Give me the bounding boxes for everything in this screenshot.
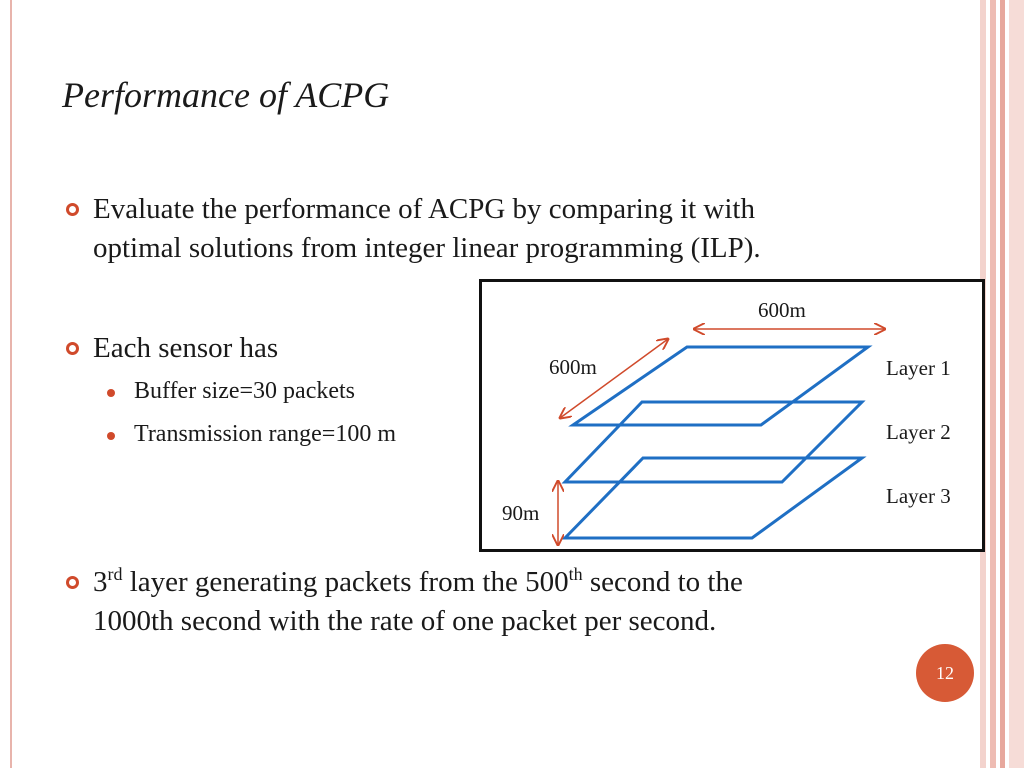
depth-label: 600m xyxy=(549,355,597,379)
depth-arrow xyxy=(560,339,668,418)
bullet-line: optimal solutions from integer linear pr… xyxy=(93,232,761,264)
page-number-badge: 12 xyxy=(916,644,974,702)
bullet-line: Each sensor has xyxy=(93,332,279,364)
layer-2-plane xyxy=(561,400,866,484)
ring-bullet-icon xyxy=(66,576,79,589)
left-border-line xyxy=(10,0,12,768)
width-label: 600m xyxy=(758,298,806,322)
layer-3-plane xyxy=(561,456,867,540)
bullet-line: Evaluate the performance of ACPG by comp… xyxy=(93,193,755,225)
slide-title: Performance of ACPG xyxy=(62,75,390,115)
layer-diagram: 600m 600m 90m Layer 1 Layer 2 Layer 3 xyxy=(479,279,985,552)
layer-1-plane xyxy=(568,345,873,427)
bullet-line: 3rd layer generating packets from the 50… xyxy=(93,563,743,598)
layer-diagram-svg xyxy=(482,282,988,555)
layer-3-label: Layer 3 xyxy=(886,484,951,508)
bullet-line: 1000th second with the rate of one packe… xyxy=(93,605,717,637)
layer-1-label: Layer 1 xyxy=(886,356,951,380)
layer-2-label: Layer 2 xyxy=(886,420,951,444)
sub-bullet-text: Transmission range=100 m xyxy=(134,421,396,447)
sub-bullet-text: Buffer size=30 packets xyxy=(134,378,356,404)
dot-bullet-icon xyxy=(107,389,115,397)
ring-bullet-icon xyxy=(66,203,79,216)
height-label: 90m xyxy=(502,501,540,525)
dot-bullet-icon xyxy=(107,432,115,440)
ring-bullet-icon xyxy=(66,342,79,355)
